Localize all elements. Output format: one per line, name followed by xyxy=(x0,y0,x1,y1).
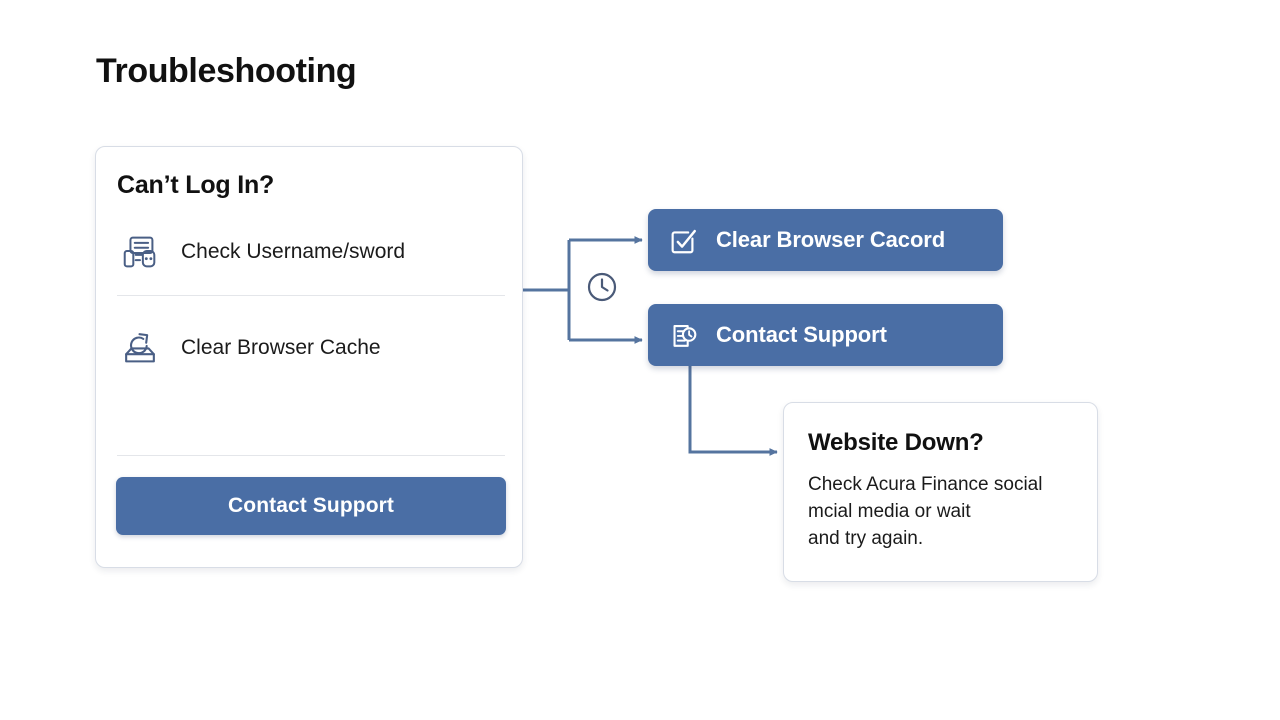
refresh-inbox-icon xyxy=(117,325,163,371)
info-body-line: and try again. xyxy=(808,528,924,549)
page-title: Troubleshooting xyxy=(96,52,357,90)
info-body-line: mcial media or wait xyxy=(808,501,971,522)
contact-support-button[interactable]: Contact Support xyxy=(116,477,506,535)
flow-button-label: Clear Browser Cacord xyxy=(716,227,946,252)
divider xyxy=(117,295,505,296)
flow-button-label: Contact Support xyxy=(716,322,887,347)
option-label: Clear Browser Cache xyxy=(181,336,381,359)
info-card-title: Website Down? xyxy=(808,429,984,456)
checkbox-check-icon xyxy=(666,223,700,257)
option-row-check-username[interactable]: Check Username/sword xyxy=(117,223,505,281)
clock-icon xyxy=(587,272,617,302)
cant-log-in-card: Can’t Log In? Check Username/sword xyxy=(95,146,523,568)
document-clock-icon xyxy=(666,318,700,352)
option-label: Check Username/sword xyxy=(181,240,406,263)
info-body-line: Check Acura Finance social xyxy=(808,474,1043,495)
id-document-icon xyxy=(117,229,163,275)
divider xyxy=(117,455,505,456)
clear-browser-cacord-button[interactable]: Clear Browser Cacord xyxy=(648,209,1003,271)
card-heading: Can’t Log In? xyxy=(117,171,275,199)
option-row-clear-cache[interactable]: Clear Browser Cache xyxy=(117,319,505,377)
website-down-card: Website Down? Check Acura Finance social… xyxy=(783,402,1098,582)
connector-to-website-down xyxy=(688,366,778,456)
contact-support-flow-button[interactable]: Contact Support xyxy=(648,304,1003,366)
info-card-body: Check Acura Finance social mcial media o… xyxy=(808,471,1086,552)
